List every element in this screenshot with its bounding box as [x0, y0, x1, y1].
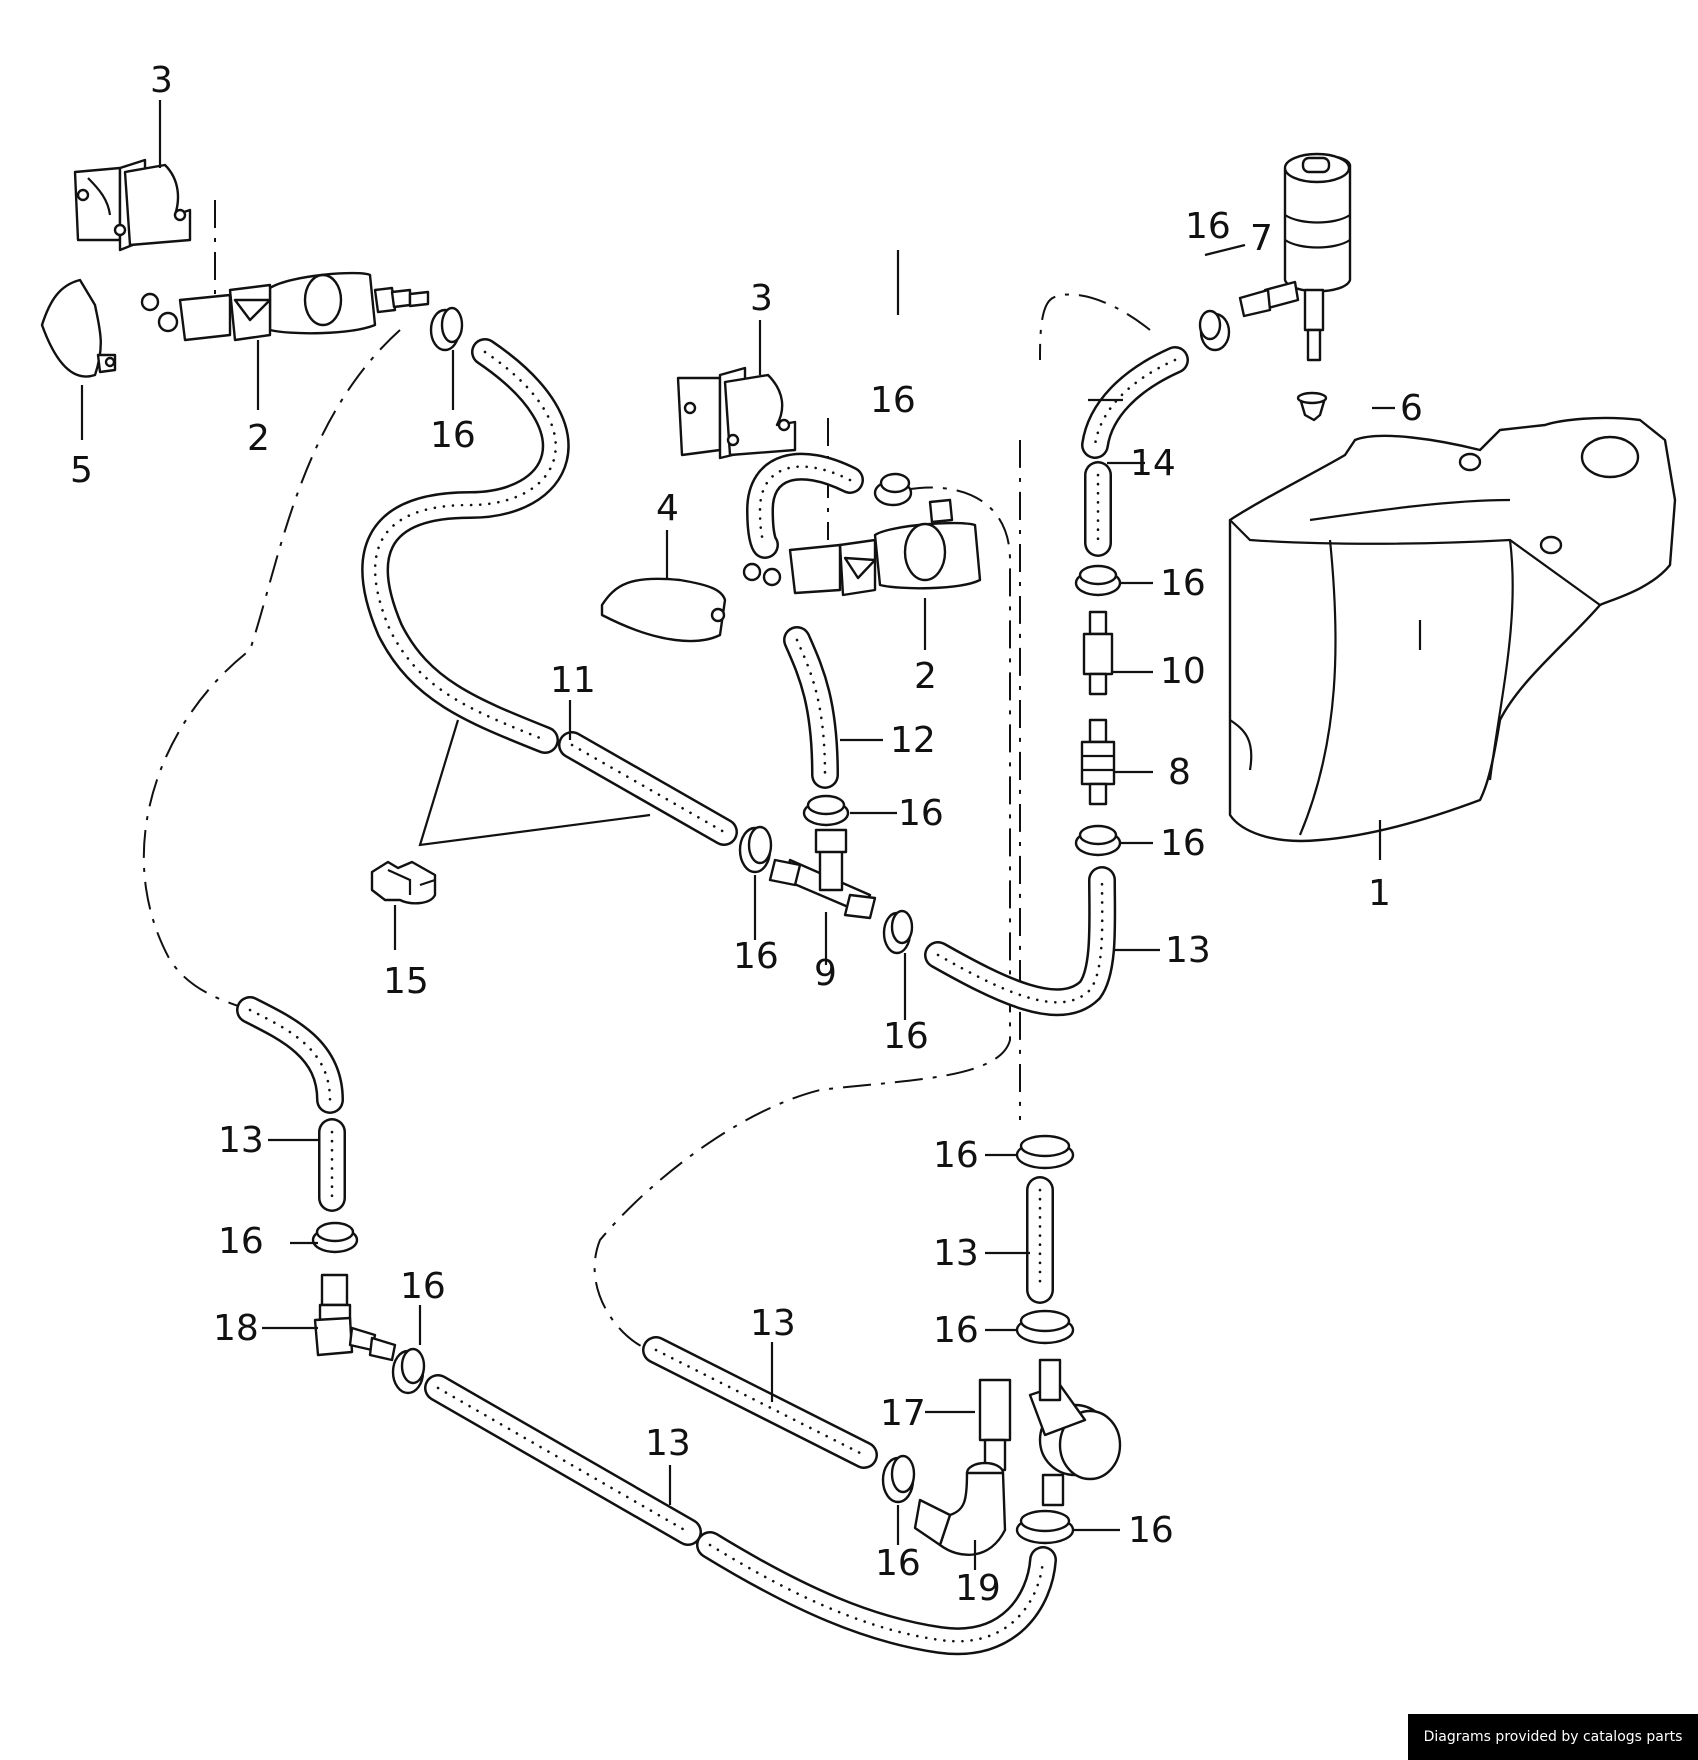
washer-pump	[1238, 152, 1352, 362]
label-bracket-center: 3	[750, 278, 773, 319]
label-t-piece: 9	[814, 953, 837, 994]
label-clamp: 16	[1128, 1510, 1174, 1551]
clamp	[311, 1221, 359, 1254]
pump-grommet	[1296, 391, 1328, 422]
label-clamp: 16	[1160, 563, 1206, 604]
nozzle-upper-left	[140, 271, 430, 342]
hose-14	[1081, 346, 1189, 557]
label-clamp: 16	[870, 380, 916, 421]
label-hose-13-bottom-lower: 13	[645, 1423, 691, 1464]
label-clamp: 16	[898, 793, 944, 834]
hose-13-bottom-upper	[642, 1336, 878, 1469]
label-clamp: 16	[218, 1221, 264, 1262]
label-clamp: 16	[400, 1266, 446, 1307]
t-piece-9	[768, 828, 877, 920]
check-valve-17	[978, 1358, 1122, 1507]
hose-12	[783, 626, 839, 789]
clamp	[802, 794, 850, 827]
elbow-18	[313, 1273, 397, 1362]
valve-10	[1082, 610, 1114, 696]
label-hose-11: 11	[550, 660, 596, 701]
clamp	[1015, 1309, 1075, 1345]
label-grommet: 6	[1400, 388, 1423, 429]
clamp	[882, 909, 914, 955]
cover-left	[40, 278, 117, 378]
leader-lines	[80, 100, 1395, 1570]
clamp	[1015, 1509, 1075, 1545]
label-tank: 1	[1368, 873, 1391, 914]
label-clamp: 16	[933, 1310, 979, 1351]
clamp	[391, 1347, 426, 1395]
label-clamp: 16	[430, 415, 476, 456]
label-pump: 7	[1250, 218, 1273, 259]
bracket-center	[676, 366, 797, 460]
label-cover-center: 4	[656, 488, 679, 529]
routing-dashed-lines	[142, 200, 1151, 1351]
hose-13-right-bend	[924, 866, 1117, 1017]
hose-13-left-upper	[236, 996, 346, 1212]
label-elbow-18: 18	[213, 1308, 259, 1349]
label-nozzle-upper-left: 2	[247, 418, 270, 459]
label-bracket-upper-left: 3	[150, 60, 173, 101]
label-clamp: 16	[875, 1543, 921, 1584]
label-hose-13-left: 13	[218, 1120, 264, 1161]
hose-13-bottom-lower	[424, 1374, 1057, 1656]
part-labels: 1 2 2 3 3 4 5 6 7 8 9 10 11 12 13 13 13 …	[70, 60, 1423, 1609]
clamp	[1074, 564, 1122, 597]
nozzle-center	[742, 498, 982, 597]
label-check-valve-17: 17	[880, 1393, 926, 1434]
label-clamp: 16	[883, 1016, 929, 1057]
label-clamp: 16	[933, 1135, 979, 1176]
label-hose-12: 12	[890, 720, 936, 761]
hose-upper-left-loop	[361, 338, 570, 754]
label-clamp: 16	[1185, 206, 1231, 247]
label-elbow-19: 19	[955, 1568, 1001, 1609]
label-hose-13-bottom-upper: 13	[750, 1303, 796, 1344]
clamp	[881, 1454, 916, 1504]
label-cover-left: 5	[70, 450, 93, 491]
credit-banner: Diagrams provided by catalogs parts	[1408, 1714, 1698, 1760]
clamp	[1015, 1134, 1075, 1170]
hose-center-top-loop	[745, 452, 864, 559]
elbow-19	[913, 1461, 1007, 1557]
clamp	[1074, 824, 1122, 857]
hose-clamps	[311, 306, 1231, 1545]
washer-fluid-tank	[1228, 416, 1677, 843]
label-hose-14: 14	[1130, 443, 1176, 484]
label-clamp: 16	[1160, 823, 1206, 864]
label-hose-13-right: 13	[1165, 930, 1211, 971]
label-hose-13-center-vertical: 13	[933, 1233, 979, 1274]
label-clamp: 16	[733, 936, 779, 977]
hose-11	[558, 731, 738, 846]
clamp	[873, 472, 913, 507]
label-valve-8: 8	[1168, 752, 1191, 793]
clip-15	[370, 860, 437, 905]
label-valve-10: 10	[1160, 651, 1206, 692]
clamp	[1198, 309, 1231, 352]
cover-center	[600, 577, 727, 643]
hose-network	[236, 338, 1189, 1656]
clamp	[738, 825, 773, 874]
bracket-upper-left	[73, 158, 192, 252]
label-clip-15: 15	[383, 961, 429, 1002]
valve-8	[1080, 718, 1116, 806]
label-nozzle-center: 2	[914, 656, 937, 697]
clamp	[429, 306, 464, 352]
